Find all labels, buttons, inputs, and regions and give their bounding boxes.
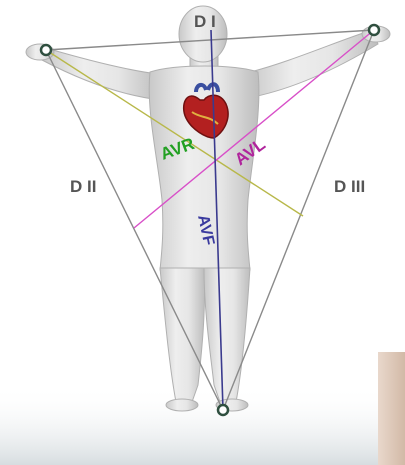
lead-1-label: D I [194,12,216,31]
right-arm-electrode [41,45,51,55]
right-foot [166,399,198,411]
right-arm [42,48,160,100]
right-leg [160,268,205,402]
left-arm [248,30,378,98]
lead-2-label: D II [70,177,96,196]
lead-3-label: D III [334,177,365,196]
left-leg [204,268,250,402]
left-arm-electrode [369,25,379,35]
left-leg-electrode [218,405,228,415]
background-hand-patch [378,352,405,465]
human-figure [26,6,390,411]
floor-shadow [0,385,405,465]
